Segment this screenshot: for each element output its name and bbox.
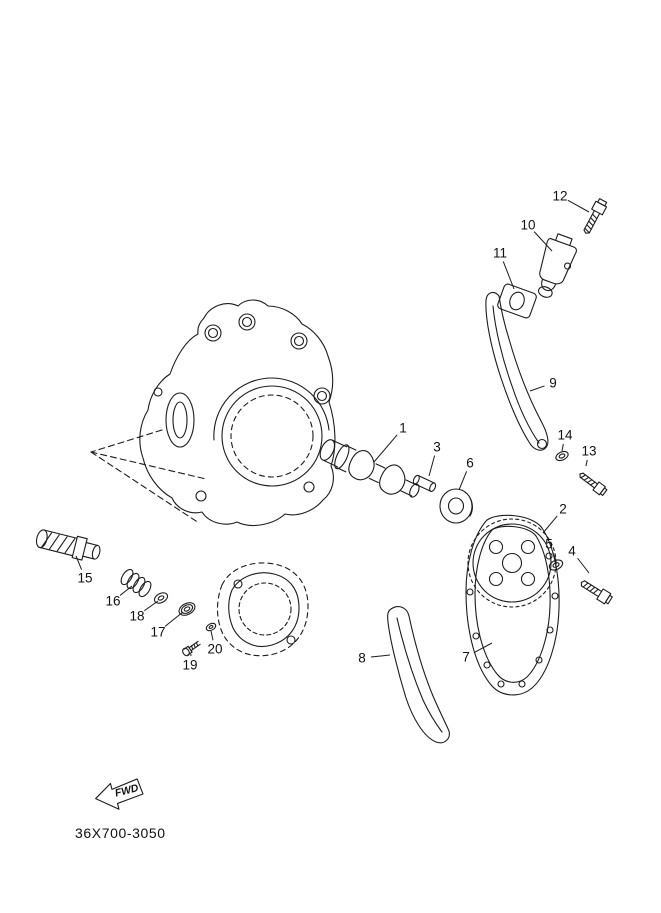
callout-leader-1 (373, 434, 398, 463)
part-callout-9: 9 (549, 376, 557, 391)
bolt-4-drawing (580, 580, 613, 605)
callout-leader-8 (370, 654, 391, 658)
part-callout-20: 20 (207, 642, 222, 657)
part-callout-2: 2 (559, 502, 567, 517)
part-callout-15: 15 (77, 571, 92, 586)
part-callout-1: 1 (399, 421, 407, 436)
callout-leader-16 (119, 585, 133, 596)
cam-chain-drawing (465, 514, 560, 696)
part-callout-19: 19 (182, 658, 197, 673)
part-callout-11: 11 (493, 246, 507, 261)
callout-leader-13 (585, 459, 588, 467)
side-cover-drawing (216, 562, 309, 657)
part-callout-10: 10 (520, 218, 535, 233)
callout-leader-5 (552, 552, 557, 561)
callout-leader-12 (567, 199, 590, 213)
callout-leader-4 (577, 557, 590, 574)
part-callout-6: 6 (466, 456, 474, 471)
callout-leader-18 (144, 600, 159, 612)
part-callout-5: 5 (545, 537, 553, 552)
part-callout-3: 3 (433, 440, 441, 455)
part-callout-8: 8 (358, 651, 366, 666)
diagram-part-code: 36X700-3050 (75, 825, 166, 841)
callout-leader-15 (75, 555, 83, 570)
washer-18-drawing (153, 592, 169, 604)
part-callout-4: 4 (568, 544, 576, 559)
callout-leader-6 (458, 471, 468, 491)
shaft-15-drawing (35, 529, 101, 561)
sprocket-flange-drawing (439, 488, 473, 524)
part-callout-12: 12 (552, 189, 567, 204)
part-callout-13: 13 (581, 444, 596, 459)
tensioner-body-drawing (537, 233, 577, 298)
cam-sprocket-drawing (467, 518, 557, 608)
part-callout-16: 16 (105, 594, 120, 609)
washer-20-drawing (205, 622, 217, 632)
callout-leader-11 (502, 261, 515, 290)
callout-leader-20 (210, 630, 214, 641)
callout-leader-14 (561, 443, 564, 452)
cylinder-head-drawing (139, 299, 336, 526)
callout-leader-9 (529, 385, 545, 392)
part-callout-18: 18 (129, 609, 144, 624)
part-callout-17: 17 (150, 625, 165, 640)
callout-leader-10 (533, 231, 553, 252)
part-callout-14: 14 (557, 428, 573, 443)
seal-17-drawing (178, 602, 196, 616)
washer-5-drawing (548, 559, 564, 571)
bolt-13-drawing (579, 472, 608, 496)
tensioner-gasket-drawing (497, 283, 537, 319)
fwd-marker: FWD (95, 778, 144, 810)
chain-guide-front-drawing (387, 606, 450, 744)
screw-19-drawing (182, 640, 201, 657)
spring-16-drawing (120, 568, 152, 598)
camshaft-drawing (319, 439, 420, 498)
fwd-arrow-icon (95, 778, 144, 810)
bolt-12-drawing (583, 198, 608, 234)
callout-leader-3 (428, 455, 436, 477)
callout-leader-2 (542, 515, 558, 534)
chain-guide-rear-drawing (485, 291, 549, 451)
callout-leader-7 (473, 642, 493, 654)
washer-14-drawing (555, 450, 569, 462)
callout-leader-17 (164, 611, 184, 627)
construction-lines (90, 429, 207, 524)
part-callout-7: 7 (462, 650, 470, 665)
fwd-label: FWD (114, 782, 141, 800)
dowel-pin-drawing (412, 474, 437, 492)
